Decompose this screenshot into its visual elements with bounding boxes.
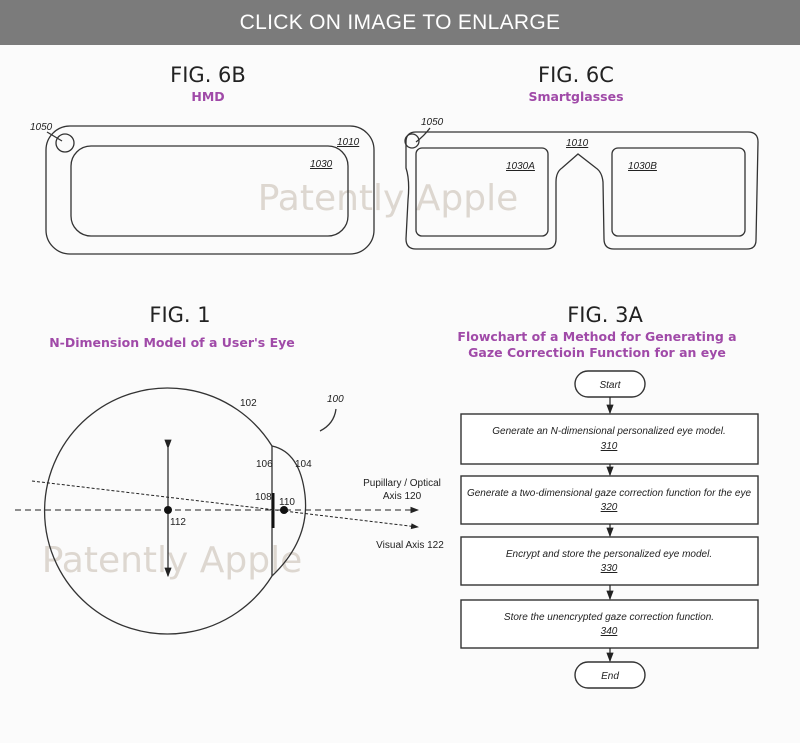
step-340 (460, 599, 759, 649)
right-display (611, 147, 746, 237)
label-1050: 1050 (30, 122, 53, 133)
fig-title: FIG. 1 (149, 303, 210, 327)
label-110: 110 (279, 497, 295, 508)
fig-title: FIG. 6B (170, 63, 246, 87)
fig-6b: FIG. 6B HMD 1050 1010 1030 (30, 63, 375, 255)
fig-3a: FIG. 3A Flowchart of a Method for Genera… (457, 303, 759, 689)
step-330 (460, 536, 759, 586)
label-1030: 1030 (310, 159, 333, 170)
eyeball (44, 387, 273, 635)
label-1030b: 1030B (628, 161, 657, 172)
step-text: Generate an N-dimensional personalized e… (492, 426, 725, 437)
step-ref: 330 (601, 563, 618, 574)
step-320 (460, 475, 759, 525)
fig-subtitle: Gaze Correctioin Function for an eye (468, 345, 726, 360)
fig-subtitle: N-Dimension Model of a User's Eye (49, 335, 295, 350)
ref-leader (319, 408, 337, 432)
optical-axis-label: Axis 120 (383, 491, 422, 502)
cornea (271, 445, 307, 577)
fig-subtitle: HMD (191, 89, 224, 104)
step-ref: 310 (601, 441, 618, 452)
step-text: Generate a two-dimensional gaze correcti… (467, 488, 751, 499)
fig-subtitle: Smartglasses (528, 89, 623, 104)
label-1030a: 1030A (506, 161, 535, 172)
point-110 (280, 506, 288, 514)
hmd-frame (45, 125, 375, 255)
glasses-frame (405, 131, 759, 250)
visual-axis (31, 480, 419, 530)
end-label: End (601, 671, 619, 682)
start-label: Start (599, 380, 621, 391)
fig-6c: FIG. 6C Smartglasses 1050 1010 1030A 103… (404, 63, 759, 250)
step-ref: 320 (601, 502, 618, 513)
sensor-icon (55, 133, 75, 153)
fig-subtitle: Flowchart of a Method for Generating a (457, 329, 736, 344)
sensor-icon (404, 133, 420, 149)
enlarge-banner[interactable]: CLICK ON IMAGE TO ENLARGE (0, 0, 800, 45)
fig-title: FIG. 3A (567, 303, 643, 327)
hmd-display (70, 145, 349, 237)
step-text: Encrypt and store the personalized eye m… (506, 549, 712, 560)
label-112: 112 (170, 517, 186, 528)
step-ref: 340 (601, 626, 618, 637)
label-1050: 1050 (421, 117, 444, 128)
fig-title: FIG. 6C (538, 63, 614, 87)
visual-axis-label: Visual Axis 122 (376, 540, 444, 551)
label-106: 106 (256, 459, 273, 470)
watermark: Patently Apple (42, 540, 303, 581)
step-310 (460, 413, 759, 465)
step-text: Store the unencrypted gaze correction fu… (504, 612, 714, 623)
center-point (164, 506, 172, 514)
label-1010: 1010 (337, 137, 360, 148)
left-display (415, 147, 549, 237)
label-100: 100 (327, 394, 344, 405)
label-104: 104 (295, 459, 312, 470)
label-1010: 1010 (566, 138, 589, 149)
watermark: Patently Apple (258, 178, 519, 219)
fig-1: FIG. 1 N-Dimension Model of a User's Eye… (15, 303, 444, 635)
label-108: 108 (255, 492, 272, 503)
optical-axis-label: Pupillary / Optical (363, 478, 441, 489)
label-102: 102 (240, 398, 257, 409)
